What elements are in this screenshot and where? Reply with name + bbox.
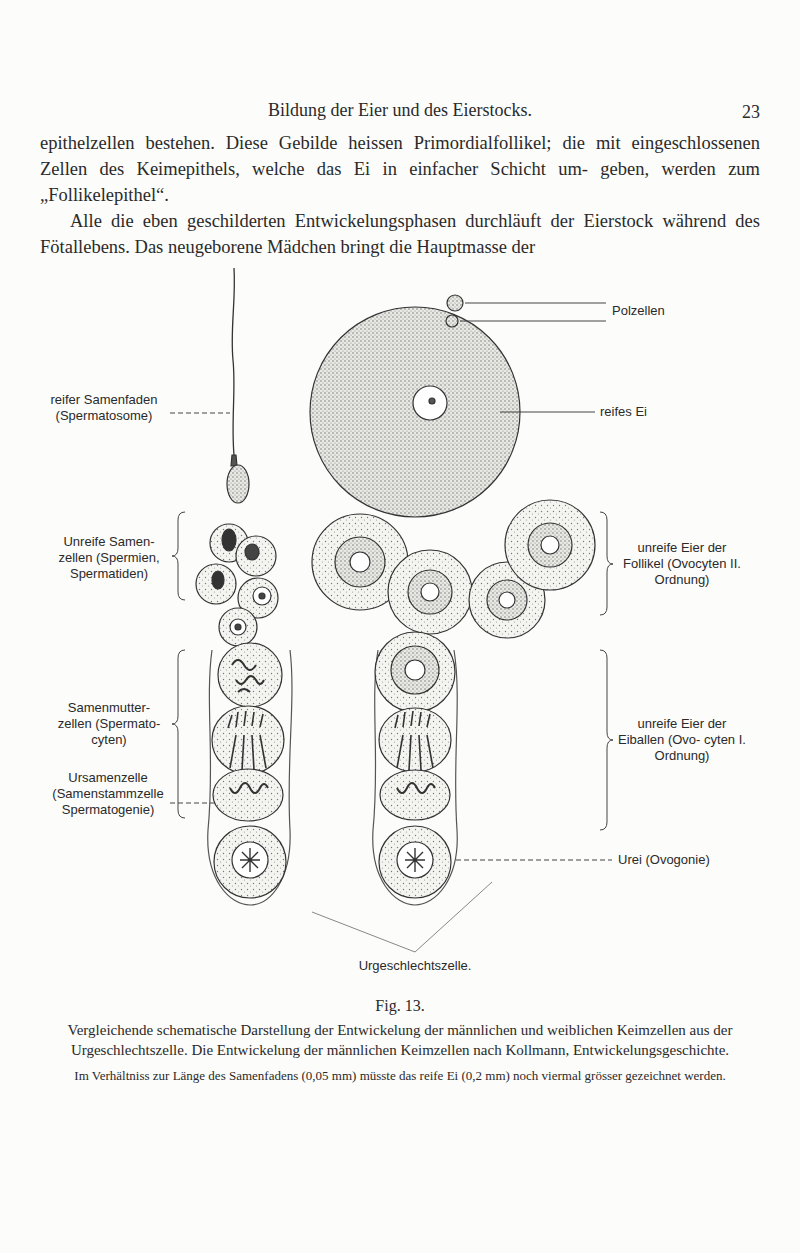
figure-caption: Vergleichende schematische Darstellung d… xyxy=(40,1020,760,1060)
running-head: Bildung der Eier und des Eierstocks. xyxy=(0,100,800,121)
figure-label: unreife Eier der Follikel (Ovocyten II. … xyxy=(617,540,747,588)
figure-label: unreife Eier der Eiballen (Ovo- cyten I.… xyxy=(617,716,747,764)
page-number: 23 xyxy=(700,101,760,124)
figure-number: Fig. 13. xyxy=(300,996,500,1016)
body-paragraph: epithelzellen bestehen. Diese Gebilde he… xyxy=(40,130,760,208)
body-paragraph: Alle die eben geschilderten Entwickelung… xyxy=(40,208,760,260)
figure-label: Unreife Samen- zellen (Spermien, Spermat… xyxy=(50,534,168,582)
figure-label: Urgeschlechtszelle. xyxy=(300,958,530,974)
figure-label: reifer Samenfaden (Spermatosome) xyxy=(40,392,168,424)
figure-label: Samenmutter- zellen (Spermato- cyten) xyxy=(50,700,168,748)
figure-label: reifes Ei xyxy=(600,404,700,420)
figure-label: Polzellen xyxy=(612,303,712,319)
figure-note: Im Verhältniss zur Länge des Samenfadens… xyxy=(40,1068,760,1084)
figure-label: Ursamenzelle (Samenstammzelle Spermatoge… xyxy=(48,770,168,818)
figure-label: Urei (Ovogonie) xyxy=(618,852,758,868)
